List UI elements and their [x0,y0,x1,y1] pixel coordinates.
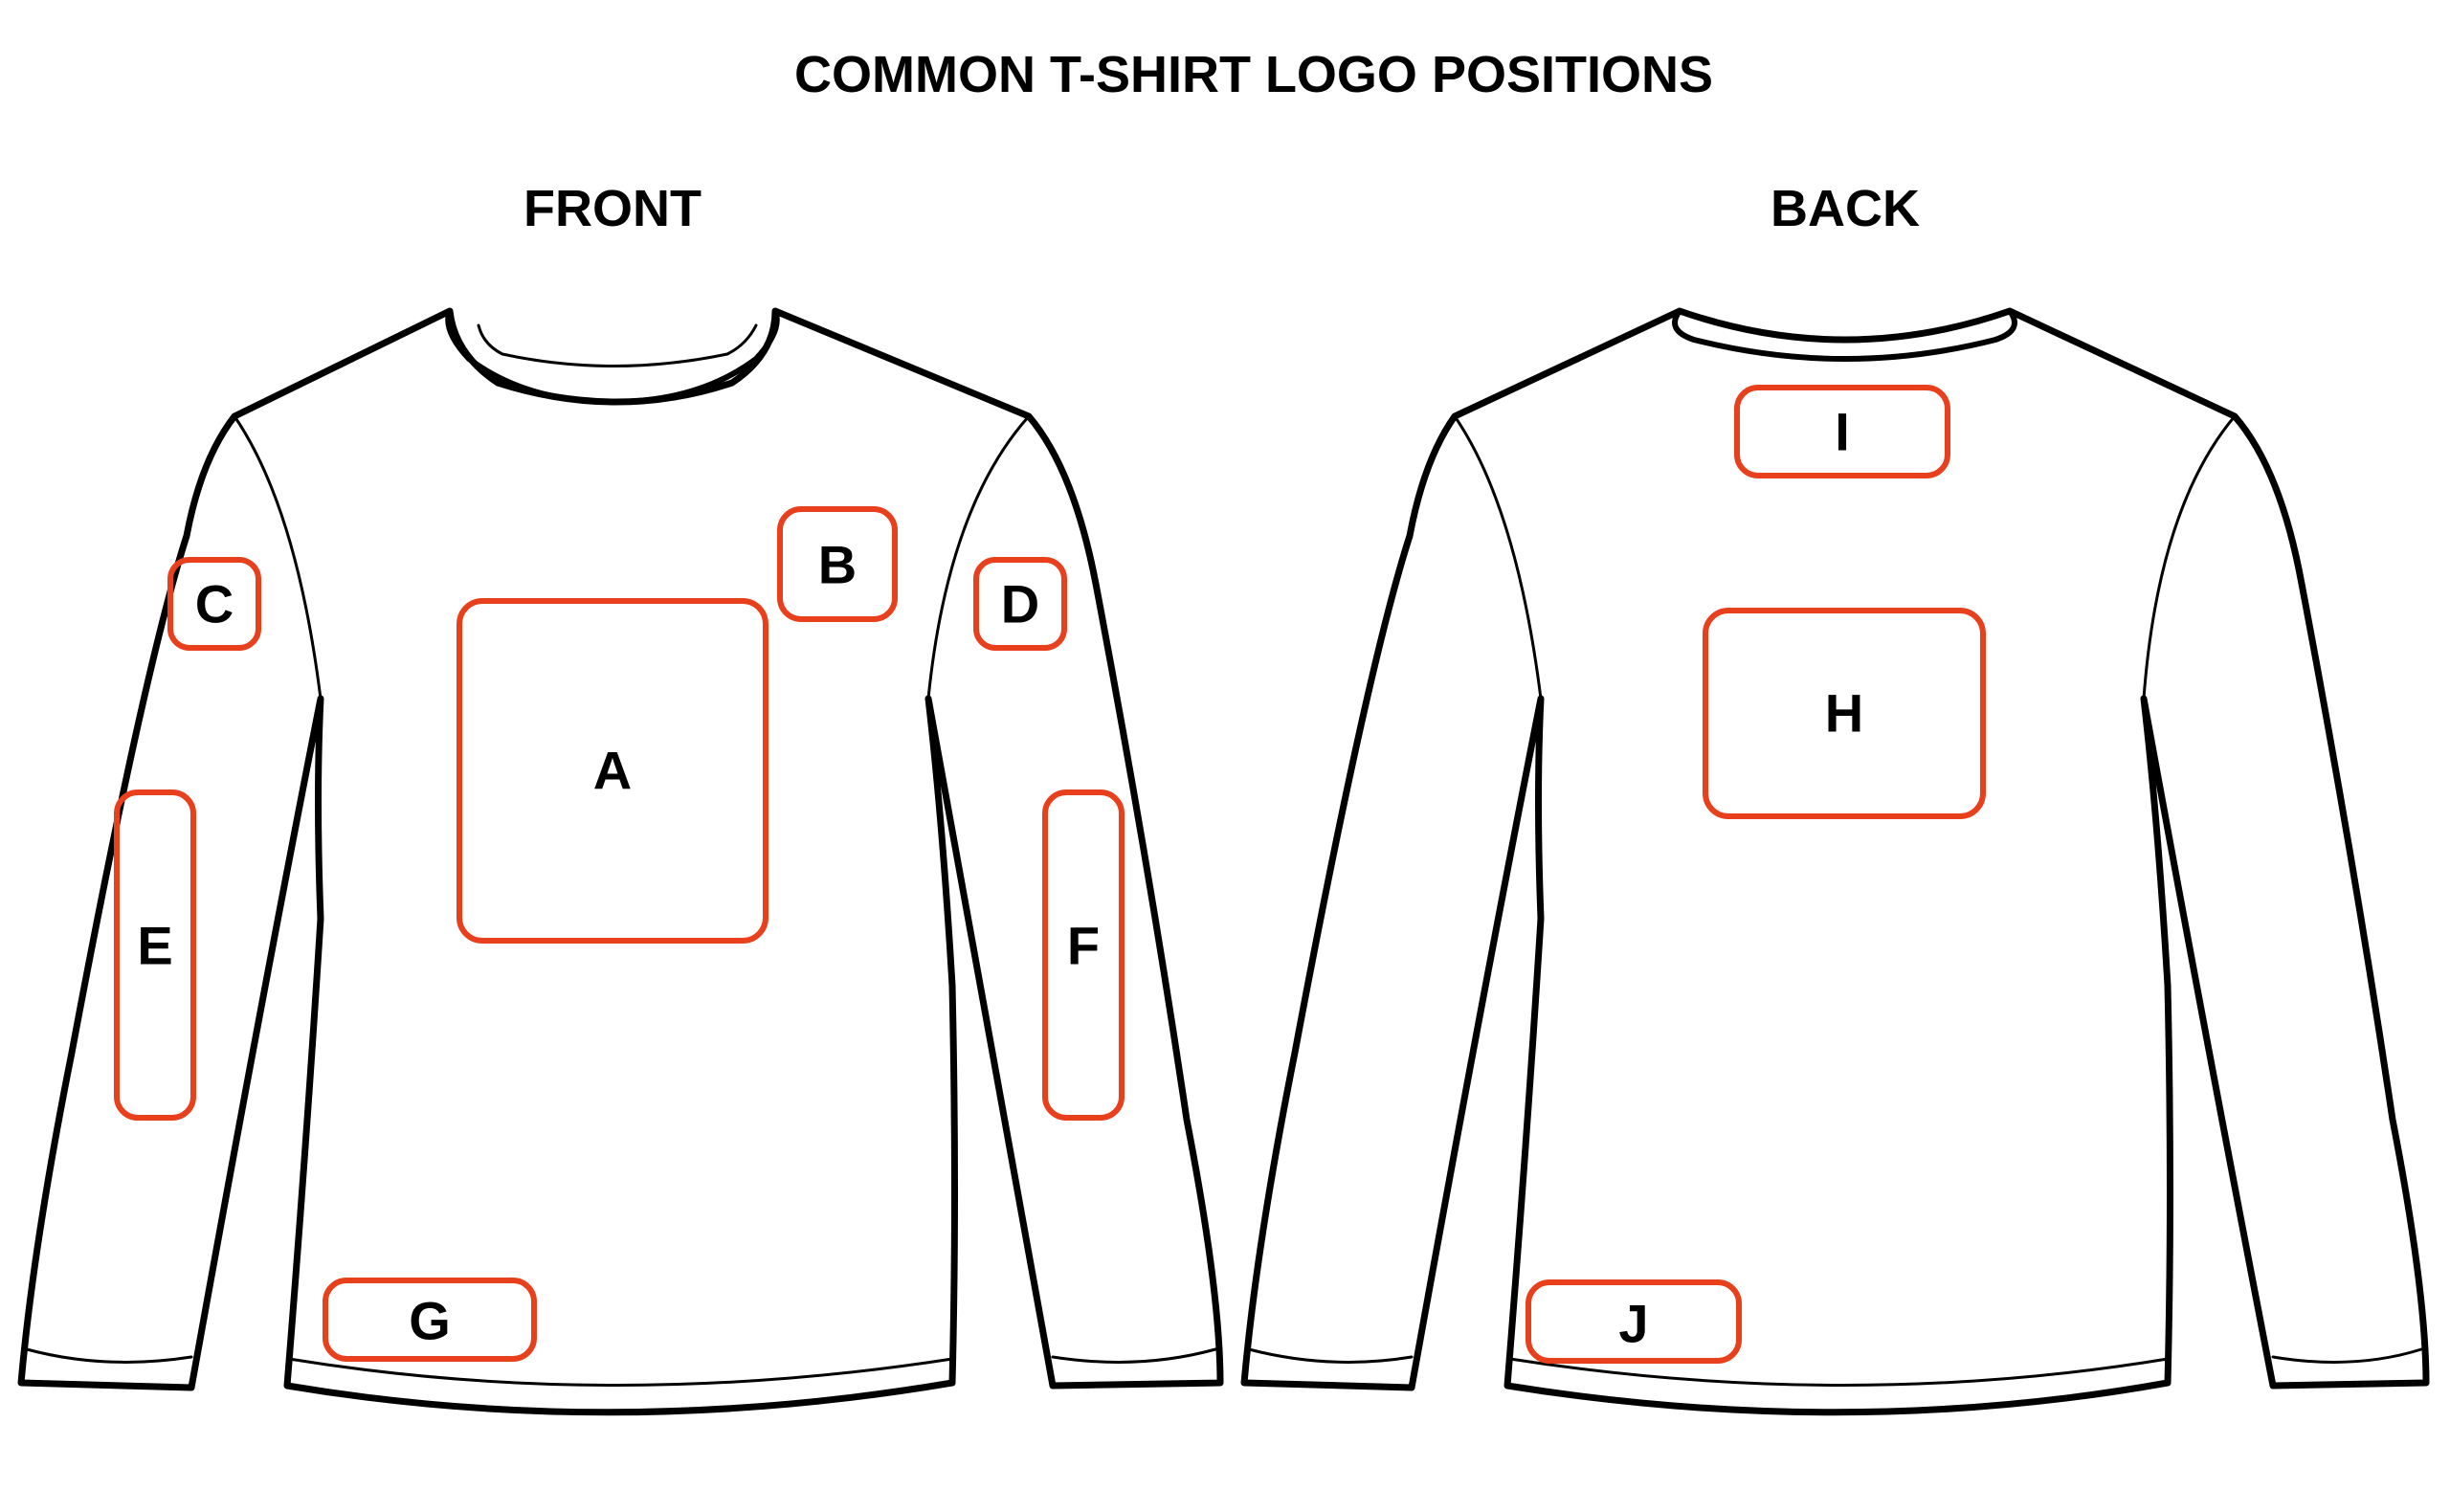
front-shirt-body [17,307,1224,1416]
back-left-cuff-seam [1247,1347,1414,1364]
zone-g-label: G [409,1291,451,1351]
zone-j-label: J [1618,1294,1648,1354]
back-hem-seam [1508,1357,2170,1387]
logo-zones: A B C D E F G H I J [114,385,1986,1364]
zone-f-label: F [1067,916,1100,976]
zone-b-label: B [818,535,857,595]
diagram-title: COMMON T-SHIRT LOGO POSITIONS [794,46,1713,103]
back-shirt-body [1240,307,2430,1416]
zone-d-box[interactable] [973,557,1067,651]
back-right-armhole-seam [2142,414,2237,700]
back-left-armhole-seam [1453,414,1543,700]
zone-h-label: H [1825,683,1863,744]
zone-e-label: E [137,916,172,976]
zone-d-label: D [1001,574,1039,634]
zone-c-label: C [195,574,234,634]
back-collar-band [1672,308,2017,362]
zone-j-box[interactable] [1526,1279,1742,1364]
front-shirt [17,307,1224,1416]
zone-i-label: I [1835,402,1850,462]
front-left-cuff-seam [25,1347,193,1364]
front-neck-rib [445,308,780,406]
front-right-cuff-seam [1051,1347,1217,1364]
zone-i-box[interactable] [1734,385,1950,478]
zone-f-box[interactable] [1042,789,1125,1121]
zone-a-label: A [593,741,632,801]
back-shirt [1240,307,2430,1416]
zone-c-box[interactable] [167,557,261,651]
zone-g-box[interactable] [323,1278,537,1362]
back-view-label: BACK [1771,180,1920,237]
zone-e-box[interactable] [114,789,196,1121]
zone-a-box[interactable] [457,598,768,944]
front-view-label: FRONT [523,180,702,237]
zone-b-box[interactable] [777,506,898,622]
back-right-cuff-seam [2271,1347,2423,1364]
front-left-armhole-seam [233,414,323,700]
front-right-armhole-seam [926,414,1031,700]
zone-h-box[interactable] [1703,608,1986,819]
front-hem-seam [287,1357,954,1387]
front-neck-opening [477,323,758,367]
